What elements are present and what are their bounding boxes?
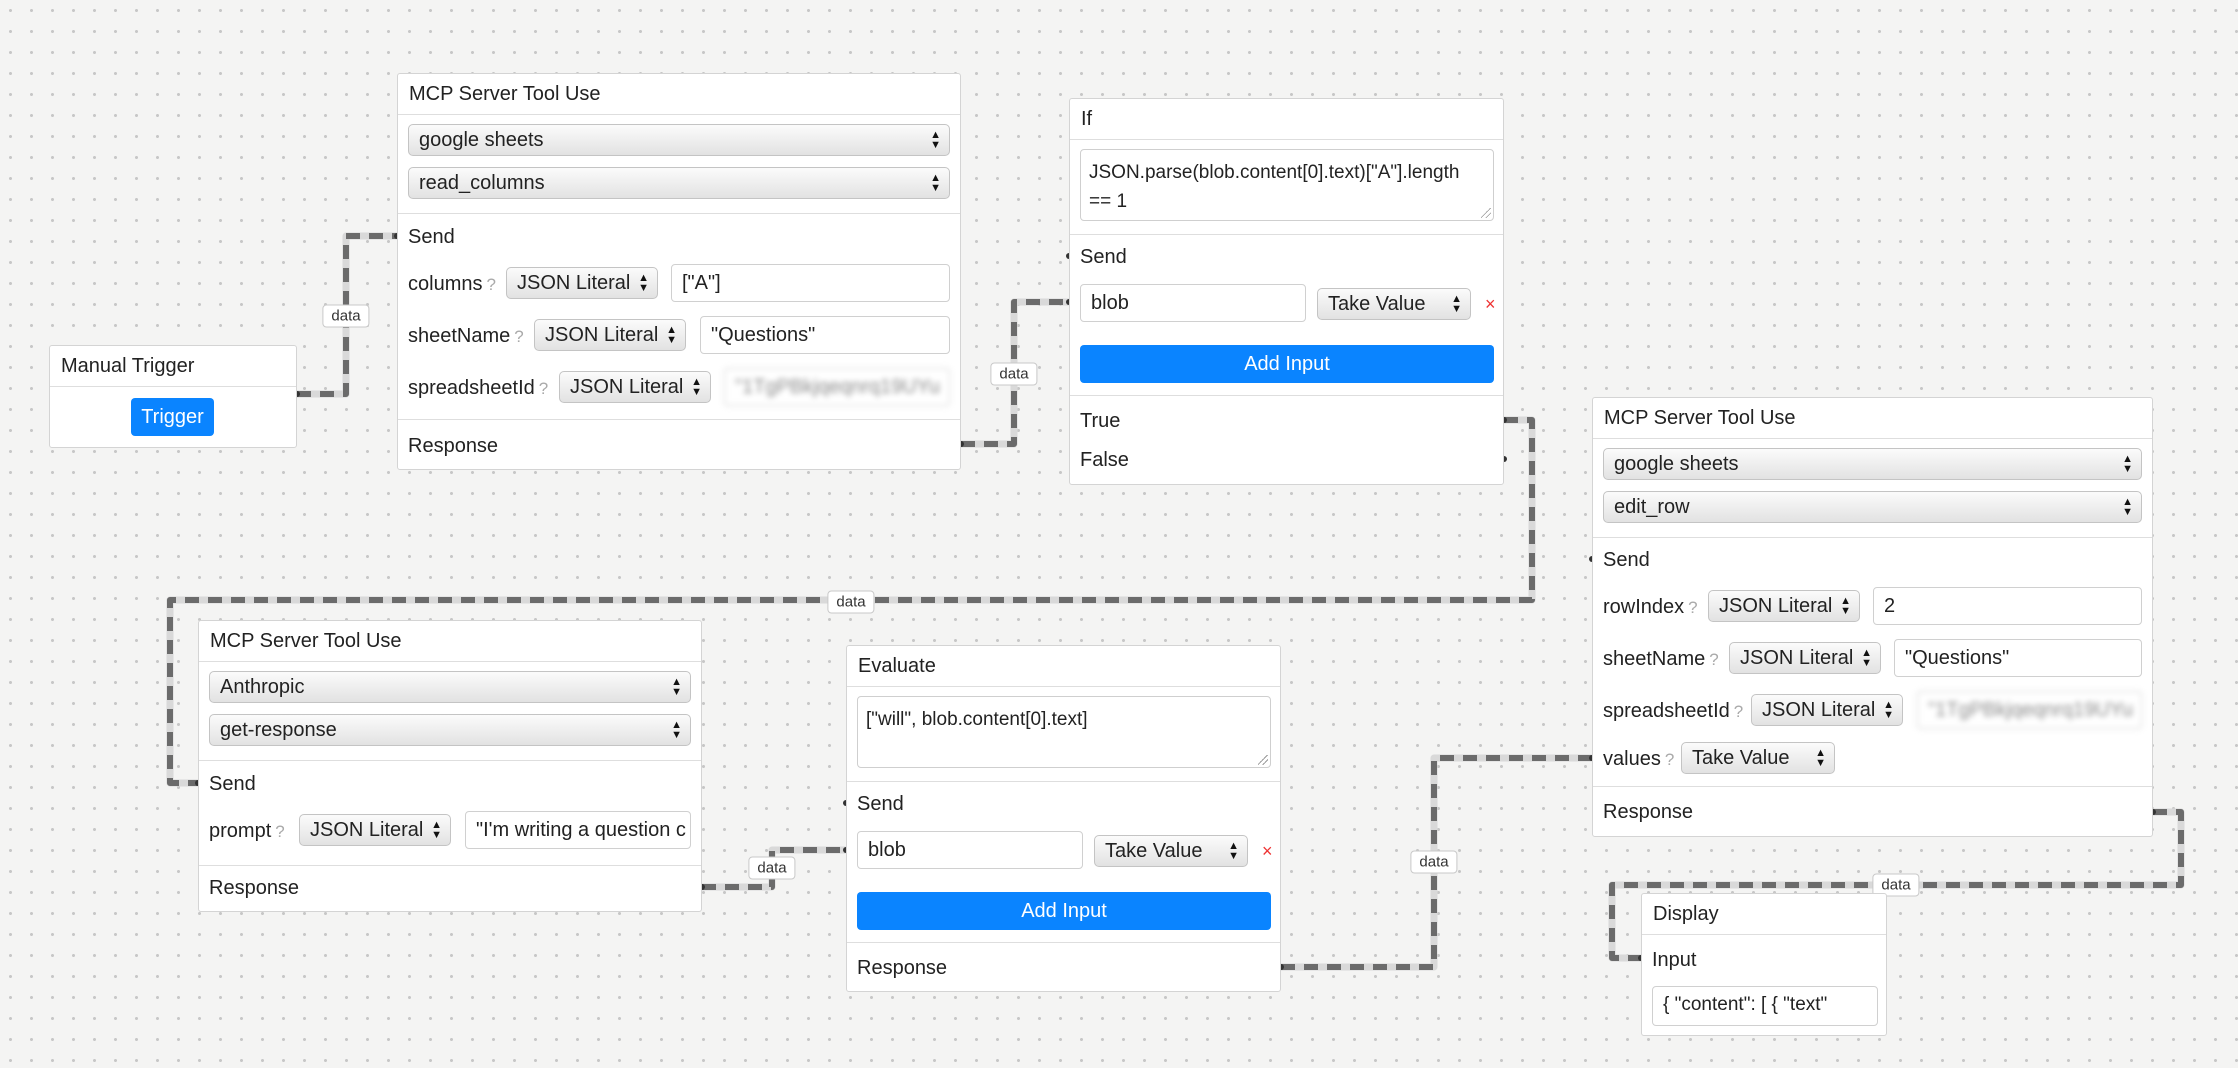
param-label-prompt: prompt? <box>209 820 285 842</box>
value-input-sheetname[interactable]: "Questions" <box>1894 639 2142 677</box>
display-output-field[interactable]: { "content": [ { "text" <box>1652 986 1878 1026</box>
remove-input-icon[interactable]: × <box>1485 294 1496 314</box>
value-input-prompt[interactable]: "I'm writing a question c <box>465 811 691 849</box>
manual-trigger-node[interactable]: Manual Trigger Trigger <box>49 345 297 448</box>
type-select-values[interactable]: Take Value ▲▼ <box>1681 742 1835 774</box>
node-title: Evaluate <box>847 646 1280 687</box>
param-label-spreadsheetid: spreadsheetId? <box>408 377 549 399</box>
evaluate-expression-input[interactable]: ["will", blob.content[0].text] <box>857 696 1271 768</box>
param-label-sheetname: sheetName? <box>408 325 524 347</box>
node-title: If <box>1070 99 1503 140</box>
type-select-prompt[interactable]: JSON Literal ▲▼ <box>299 814 451 846</box>
select-arrows-icon: ▲▼ <box>1883 699 1894 721</box>
trigger-button[interactable]: Trigger <box>131 398 214 436</box>
select-arrows-icon: ▲▼ <box>671 719 682 741</box>
input-mode-select[interactable]: Take Value ▲▼ <box>1317 288 1471 320</box>
edit-row-node[interactable]: MCP Server Tool Use google sheets ▲▼ edi… <box>1592 397 2153 837</box>
node-title: Display <box>1642 894 1886 935</box>
wire-label: data <box>827 590 875 614</box>
value-input-columns[interactable]: ["A"] <box>671 264 950 302</box>
tool-select[interactable]: read_columns ▲▼ <box>408 167 950 199</box>
send-label: Send <box>209 773 256 795</box>
type-select-columns[interactable]: JSON Literal ▲▼ <box>506 267 658 299</box>
param-label-rowindex: rowIndex? <box>1603 596 1698 618</box>
response-label: Response <box>857 957 948 979</box>
read-columns-node[interactable]: MCP Server Tool Use google sheets ▲▼ rea… <box>397 73 961 470</box>
send-label: Send <box>857 793 904 815</box>
value-input-spreadsheetid[interactable]: "1TgPBkjqeqnrq19UYu <box>1917 691 2142 729</box>
if-node[interactable]: If JSON.parse(blob.content[0].text)["A"]… <box>1069 98 1504 485</box>
select-arrows-icon: ▲▼ <box>1228 840 1239 862</box>
help-icon[interactable]: ? <box>275 822 285 841</box>
value-input-rowindex[interactable]: 2 <box>1873 587 2142 625</box>
select-arrows-icon: ▲▼ <box>666 324 677 346</box>
select-arrows-icon: ▲▼ <box>1815 747 1826 769</box>
type-select-spreadsheetid[interactable]: JSON Literal ▲▼ <box>559 371 711 403</box>
wire-label: data <box>748 856 796 880</box>
node-title: Manual Trigger <box>50 346 296 387</box>
type-select-sheetname[interactable]: JSON Literal ▲▼ <box>534 319 686 351</box>
node-title: MCP Server Tool Use <box>199 621 701 662</box>
input-name-field[interactable]: blob <box>1080 284 1306 322</box>
send-label: Send <box>408 226 455 248</box>
select-arrows-icon: ▲▼ <box>1451 293 1462 315</box>
response-label: Response <box>209 877 300 899</box>
value-input-sheetname[interactable]: "Questions" <box>700 316 950 354</box>
tool-select[interactable]: get-response ▲▼ <box>209 714 691 746</box>
select-arrows-icon: ▲▼ <box>691 376 702 398</box>
help-icon[interactable]: ? <box>1688 598 1698 617</box>
condition-expression-input[interactable]: JSON.parse(blob.content[0].text)["A"].le… <box>1080 149 1494 221</box>
type-select-rowindex[interactable]: JSON Literal ▲▼ <box>1708 590 1860 622</box>
resize-grip-icon[interactable] <box>1481 208 1491 218</box>
input-label: Input <box>1652 949 1697 971</box>
node-title: MCP Server Tool Use <box>398 74 960 115</box>
tool-select[interactable]: edit_row ▲▼ <box>1603 491 2142 523</box>
server-select[interactable]: google sheets ▲▼ <box>1603 448 2142 480</box>
help-icon[interactable]: ? <box>1709 650 1719 669</box>
false-output-label: False <box>1080 449 1129 471</box>
wire-label: data <box>322 304 370 328</box>
response-label: Response <box>1603 801 1694 823</box>
display-node[interactable]: Display Input { "content": [ { "text" <box>1641 893 1887 1036</box>
param-label-spreadsheetid: spreadsheetId? <box>1603 700 1744 722</box>
send-label: Send <box>1603 549 1650 571</box>
help-icon[interactable]: ? <box>538 379 549 398</box>
select-arrows-icon: ▲▼ <box>431 819 442 841</box>
node-title: MCP Server Tool Use <box>1593 398 2152 439</box>
select-arrows-icon: ▲▼ <box>671 676 682 698</box>
add-input-button[interactable]: Add Input <box>1080 345 1494 383</box>
select-arrows-icon: ▲▼ <box>2122 453 2133 475</box>
help-icon[interactable]: ? <box>486 275 496 294</box>
select-arrows-icon: ▲▼ <box>930 172 941 194</box>
type-select-spreadsheetid[interactable]: JSON Literal ▲▼ <box>1751 694 1903 726</box>
wire-label: data <box>990 362 1038 386</box>
help-icon[interactable]: ? <box>1664 750 1675 769</box>
param-label-values: values? <box>1603 748 1675 770</box>
wire-label: data <box>1872 873 1920 897</box>
help-icon[interactable]: ? <box>514 327 524 346</box>
select-arrows-icon: ▲▼ <box>930 129 941 151</box>
server-select[interactable]: google sheets ▲▼ <box>408 124 950 156</box>
value-input-spreadsheetid[interactable]: "1TgPBkjqeqnrq19UYu <box>724 368 950 406</box>
select-arrows-icon: ▲▼ <box>1840 595 1851 617</box>
param-label-sheetname: sheetName? <box>1603 648 1719 670</box>
type-select-sheetname[interactable]: JSON Literal ▲▼ <box>1729 642 1881 674</box>
anthropic-node[interactable]: MCP Server Tool Use Anthropic ▲▼ get-res… <box>198 620 702 912</box>
select-arrows-icon: ▲▼ <box>638 272 649 294</box>
remove-input-icon[interactable]: × <box>1262 841 1273 861</box>
evaluate-node[interactable]: Evaluate ["will", blob.content[0].text] … <box>846 645 1281 992</box>
response-label: Response <box>408 435 499 457</box>
add-input-button[interactable]: Add Input <box>857 892 1271 930</box>
select-arrows-icon: ▲▼ <box>1861 647 1872 669</box>
resize-grip-icon[interactable] <box>1258 755 1268 765</box>
select-arrows-icon: ▲▼ <box>2122 496 2133 518</box>
true-output-label: True <box>1080 410 1121 432</box>
input-mode-select[interactable]: Take Value ▲▼ <box>1094 835 1248 867</box>
help-icon[interactable]: ? <box>1733 702 1744 721</box>
send-label: Send <box>1080 246 1127 268</box>
wire-label: data <box>1410 850 1458 874</box>
input-name-field[interactable]: blob <box>857 831 1083 869</box>
server-select[interactable]: Anthropic ▲▼ <box>209 671 691 703</box>
param-label-columns: columns? <box>408 273 496 295</box>
